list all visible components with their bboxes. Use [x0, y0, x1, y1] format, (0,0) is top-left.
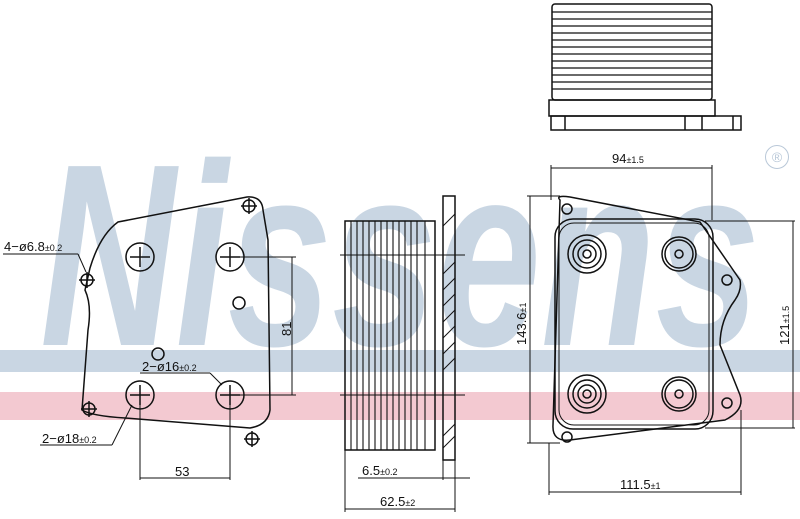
vertical-spacing-label: 81	[279, 321, 294, 336]
rear-dimension-lines	[527, 165, 795, 495]
horizontal-spacing-label: 53	[175, 464, 190, 479]
small-ports-label: 2−ø16±0.2	[142, 359, 197, 374]
rear-view	[527, 165, 795, 495]
front-view	[3, 196, 296, 480]
large-ports-label: 2−ø18±0.2	[42, 431, 97, 446]
watermark-text: Nissens	[40, 111, 760, 401]
overall-depth-label: 62.5±2	[380, 494, 416, 509]
top-view	[548, 3, 742, 131]
core-height-label: 121±1.5	[777, 305, 792, 345]
blue-band	[0, 350, 800, 372]
flange-thickness-label: 6.5±0.2	[362, 463, 398, 478]
mount-holes-label: 4−ø6.8±0.2	[4, 239, 63, 254]
overall-height-label: 143.6±1	[514, 302, 529, 346]
port-icons	[125, 242, 246, 410]
side-view	[340, 195, 470, 512]
mount-hole-icons	[79, 198, 260, 447]
inlet-port-icons	[567, 234, 697, 414]
overall-width-label: 111.5±1	[620, 477, 661, 492]
front-dimension-lines	[3, 253, 296, 480]
core-width-label: 94±1.5	[612, 151, 644, 166]
registered-mark: ®	[765, 145, 789, 169]
